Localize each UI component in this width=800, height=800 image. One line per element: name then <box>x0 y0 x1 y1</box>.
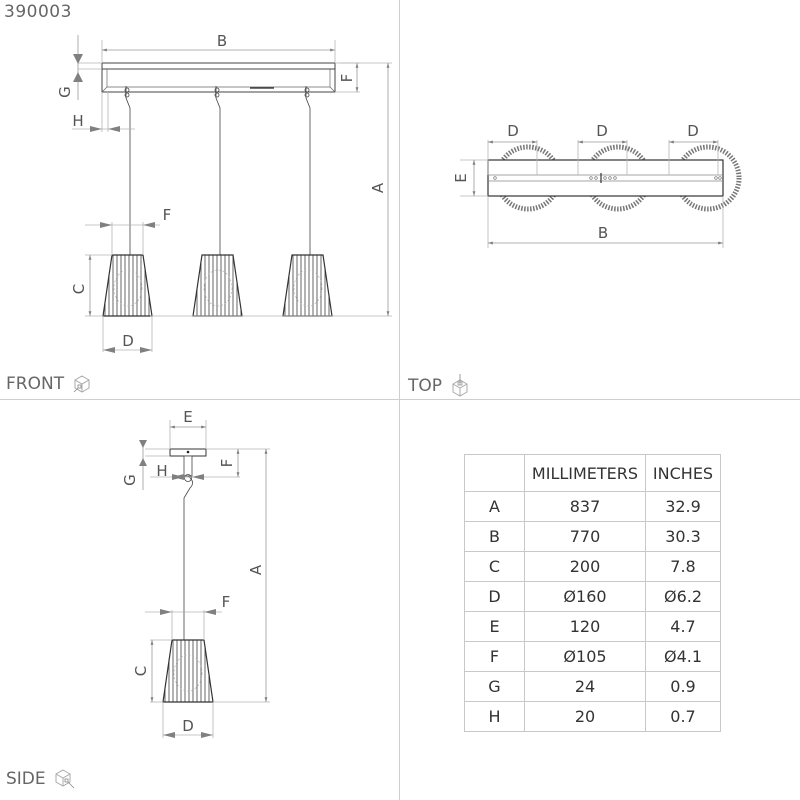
table-row: G 24 0.9 <box>464 671 721 702</box>
header-inches: INCHES <box>645 454 721 492</box>
side-view-panel: E G H F A F C D SIDE <box>0 400 400 800</box>
dim-label-D: D <box>182 717 194 735</box>
dim-label-A: A <box>369 182 387 193</box>
dim-label-B: B <box>217 32 227 50</box>
side-view-drawing: E G H F A F C D <box>121 408 270 738</box>
iso-cube-front-icon <box>73 375 90 393</box>
dim-label-E: E <box>452 173 470 182</box>
table-row: B 770 30.3 <box>464 521 721 552</box>
dim-label-D-center: D <box>596 122 608 140</box>
table-row: H 20 0.7 <box>464 701 721 732</box>
dim-label-G: G <box>121 474 139 486</box>
front-view-drawing: B G H F A F C D <box>56 32 392 353</box>
dim-label-C: C <box>70 284 88 294</box>
header-millimeters: MILLIMETERS <box>524 454 646 492</box>
shade-right <box>282 254 333 317</box>
iso-cube-side-icon <box>55 769 74 789</box>
front-view-panel: 390003 <box>0 0 400 400</box>
shade-left <box>102 254 153 317</box>
shade-center <box>192 254 243 317</box>
front-view-label: FRONT <box>6 374 92 394</box>
dim-label-H: H <box>72 112 83 130</box>
front-label-text: FRONT <box>6 374 65 394</box>
table-row: C 200 7.8 <box>464 551 721 582</box>
top-view-label: TOP <box>408 374 470 398</box>
iso-cube-top-icon <box>452 374 468 397</box>
dimension-table-panel: MILLIMETERS INCHES A 837 32.9 B 770 30.3… <box>400 400 800 800</box>
table-row: D Ø160 Ø6.2 <box>464 581 721 612</box>
dim-label-C: C <box>132 666 150 676</box>
dim-label-F-top: F <box>338 74 356 83</box>
product-code: 390003 <box>4 2 72 22</box>
dim-label-H: H <box>156 462 167 480</box>
side-view-label: SIDE <box>6 768 76 790</box>
vertical-divider <box>399 0 400 800</box>
table-row: E 120 4.7 <box>464 611 721 642</box>
dim-label-F-shade: F <box>222 593 231 611</box>
top-view-panel: D D D E B TOP <box>400 0 800 400</box>
horizontal-divider <box>0 399 800 400</box>
table-row: A 837 32.9 <box>464 491 721 522</box>
dim-label-A: A <box>247 564 265 575</box>
dim-label-F-top: F <box>218 459 236 468</box>
top-label-text: TOP <box>408 376 443 396</box>
table-row: F Ø105 Ø4.1 <box>464 641 721 672</box>
dim-label-G: G <box>56 86 74 98</box>
dimension-table: MILLIMETERS INCHES A 837 32.9 B 770 30.3… <box>464 454 721 732</box>
dim-label-F-shade: F <box>163 206 172 224</box>
dim-label-E: E <box>183 408 192 426</box>
top-view-drawing: D D D E B <box>452 122 742 248</box>
dim-label-D-left: D <box>507 122 519 140</box>
header-key <box>464 454 525 492</box>
dim-label-D-right: D <box>687 122 699 140</box>
table-header-row: MILLIMETERS INCHES <box>464 454 721 492</box>
dim-label-B: B <box>598 224 608 242</box>
side-label-text: SIDE <box>6 769 46 789</box>
dim-label-D: D <box>122 332 134 350</box>
